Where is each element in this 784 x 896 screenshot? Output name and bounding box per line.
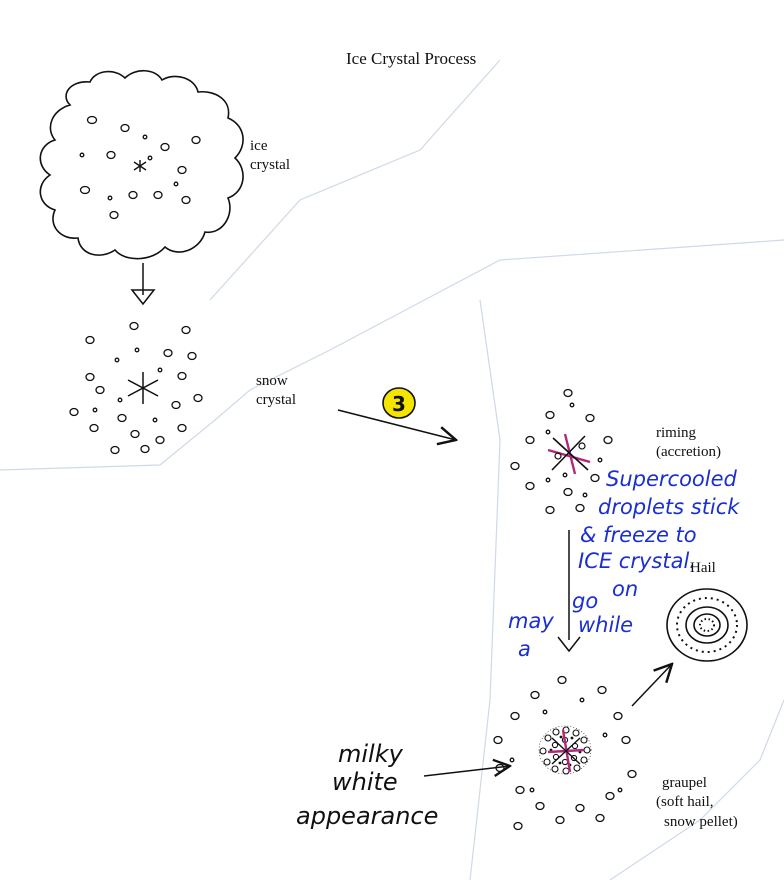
svg-text:ice: ice bbox=[250, 138, 268, 154]
svg-text:(soft hail,: (soft hail, bbox=[656, 794, 714, 810]
hail-stone-icon bbox=[666, 588, 748, 662]
label-riming: riming (accretion) bbox=[656, 425, 721, 460]
label-snow-crystal: snow crystal bbox=[256, 373, 296, 408]
arrow-graupel-to-hail bbox=[631, 664, 672, 707]
svg-text:while: while bbox=[578, 613, 633, 637]
svg-text:may: may bbox=[508, 609, 554, 633]
cloud-shape bbox=[39, 69, 244, 260]
riming-crystal-icon bbox=[547, 433, 591, 475]
svg-text:snow pellet): snow pellet) bbox=[664, 814, 738, 830]
svg-text:& freeze to: & freeze to bbox=[580, 523, 697, 547]
step-badge: 3 bbox=[382, 387, 416, 419]
graupel-particle-icon bbox=[538, 725, 592, 775]
arrow-riming-to-graupel bbox=[557, 530, 581, 653]
svg-text:on: on bbox=[612, 577, 638, 601]
annotation-supercooled: Supercooled droplets stick & freeze to I… bbox=[578, 467, 740, 573]
snow-crystal-droplets bbox=[69, 321, 203, 455]
svg-text:droplets stick: droplets stick bbox=[598, 495, 740, 519]
arrow-milky-to-graupel bbox=[423, 766, 510, 776]
snow-crystal-icon bbox=[127, 372, 159, 404]
label-graupel: graupel (soft hail, snow pellet) bbox=[656, 775, 738, 830]
annotation-may-go-on: may go on a while bbox=[508, 577, 638, 661]
svg-text:3: 3 bbox=[392, 392, 406, 416]
arrow-cloud-to-snow bbox=[130, 263, 156, 306]
cloud-droplets bbox=[79, 115, 201, 220]
svg-text:crystal: crystal bbox=[256, 392, 296, 408]
paper-cut-edges bbox=[0, 59, 784, 881]
label-hail: Hail bbox=[690, 560, 716, 576]
svg-text:snow: snow bbox=[256, 373, 288, 389]
svg-text:appearance: appearance bbox=[296, 802, 438, 830]
svg-text:go: go bbox=[572, 589, 598, 613]
svg-text:ICE crystal.: ICE crystal. bbox=[578, 549, 696, 573]
graupel-droplets bbox=[493, 675, 637, 831]
svg-text:a: a bbox=[518, 637, 531, 661]
svg-text:graupel: graupel bbox=[662, 775, 707, 791]
arrow-snow-to-riming bbox=[337, 409, 456, 440]
annotation-milky: milky white appearance bbox=[296, 740, 438, 830]
svg-text:milky: milky bbox=[338, 740, 404, 768]
label-ice-crystal: ice crystal bbox=[250, 138, 290, 173]
svg-text:riming: riming bbox=[656, 425, 696, 441]
svg-text:(accretion): (accretion) bbox=[656, 444, 721, 460]
svg-text:Supercooled: Supercooled bbox=[606, 467, 738, 491]
riming-droplets bbox=[510, 388, 613, 515]
svg-text:white: white bbox=[332, 768, 398, 796]
svg-text:crystal: crystal bbox=[250, 157, 290, 173]
diagram-title: Ice Crystal Process bbox=[346, 49, 476, 68]
cloud-ice-crystal-icon bbox=[133, 160, 147, 172]
